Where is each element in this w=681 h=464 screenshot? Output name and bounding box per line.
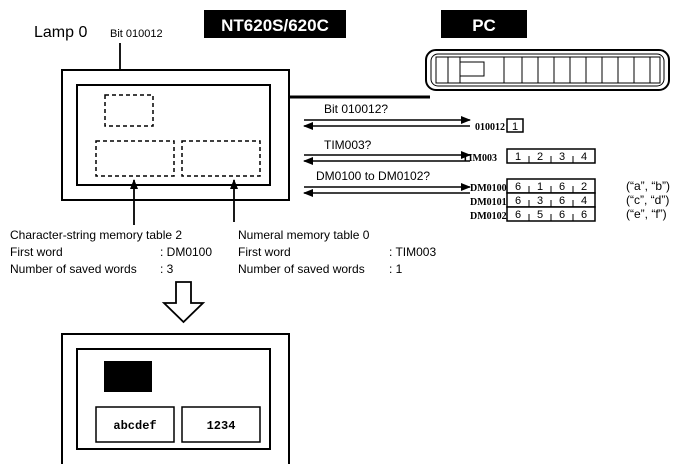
dm-digit: 6 bbox=[515, 195, 521, 207]
string-display-placeholder bbox=[95, 140, 175, 177]
dm-row: DM0101 6 3 6 4 (“c”, “d”) bbox=[470, 192, 669, 208]
lamp-placeholder bbox=[104, 94, 154, 127]
bit-address: 010012 bbox=[475, 122, 505, 133]
dm-digit: 6 bbox=[559, 195, 565, 207]
numeral-first-word-value: : TIM003 bbox=[389, 245, 436, 259]
string-first-word-value: : DM0100 bbox=[160, 245, 212, 259]
pc-title: PC bbox=[472, 16, 496, 35]
dm-digit-separators bbox=[528, 186, 574, 221]
timer-digit: 2 bbox=[537, 151, 543, 163]
pc-title-badge: PC bbox=[441, 10, 527, 38]
dm-chars: (“a”, “b”) bbox=[626, 179, 670, 193]
terminal-title: NT620S/620C bbox=[221, 16, 329, 35]
dm-digit: 3 bbox=[537, 195, 543, 207]
string-saved-words-value: : 3 bbox=[160, 262, 174, 276]
lamp-label: Lamp 0 bbox=[34, 24, 87, 41]
dm-row: DM0102 6 5 6 6 (“e”, “f”) bbox=[470, 206, 667, 222]
dm-chars: (“c”, “d”) bbox=[626, 193, 669, 207]
numeral-table-info: Numeral memory table 0 First word : TIM0… bbox=[238, 228, 436, 276]
bit-value: 1 bbox=[512, 121, 518, 133]
dm-digit: 2 bbox=[581, 181, 587, 193]
string-first-word-label: First word bbox=[10, 245, 63, 259]
timer-digit-separators bbox=[528, 156, 574, 163]
dm-address: DM0100 bbox=[470, 183, 507, 194]
bit-query-label: Bit 010012? bbox=[324, 102, 388, 116]
timer-digits: 1 2 3 4 bbox=[515, 151, 587, 163]
dm-digit: 6 bbox=[559, 209, 565, 221]
timer-digit: 1 bbox=[515, 151, 521, 163]
dm-digit: 6 bbox=[581, 209, 587, 221]
terminal-device bbox=[61, 69, 290, 201]
numeral-display-box bbox=[181, 406, 261, 443]
numeral-display-placeholder bbox=[181, 140, 261, 177]
dm-row: DM0100 6 1 6 2 (“a”, “b”) bbox=[470, 178, 670, 194]
result-down-arrow bbox=[161, 281, 206, 324]
numeral-first-word-label: First word bbox=[238, 245, 291, 259]
numeral-saved-words-label: Number of saved words bbox=[238, 262, 365, 276]
dm-chars: (“e”, “f”) bbox=[626, 207, 667, 221]
pc-device bbox=[425, 49, 670, 91]
bit-label: Bit 010012 bbox=[110, 28, 163, 40]
lamp-lit bbox=[104, 361, 152, 392]
dm-address: DM0102 bbox=[470, 211, 507, 222]
dm-digit: 5 bbox=[537, 209, 543, 221]
dm-digit: 6 bbox=[515, 181, 521, 193]
string-table-info: Character-string memory table 2 First wo… bbox=[10, 228, 212, 276]
dm-digit: 6 bbox=[559, 181, 565, 193]
timer-address: TIM003 bbox=[462, 153, 497, 164]
terminal-title-badge: NT620S/620C bbox=[204, 10, 346, 38]
timer-digit: 4 bbox=[581, 151, 587, 163]
tim-query-label: TIM003? bbox=[324, 138, 372, 152]
dm-query-label: DM0100 to DM0102? bbox=[316, 169, 430, 183]
dm-digit: 4 bbox=[581, 195, 587, 207]
numeral-display-text: 1234 bbox=[207, 419, 236, 433]
string-display-box bbox=[95, 406, 175, 443]
bit-value-box bbox=[506, 118, 524, 133]
result-terminal: abcdef 1234 bbox=[61, 333, 290, 464]
numeral-saved-words-value: : 1 bbox=[389, 262, 403, 276]
dm-digit: 1 bbox=[537, 181, 543, 193]
dm-digit: 6 bbox=[515, 209, 521, 221]
string-table-title: Character-string memory table 2 bbox=[10, 228, 182, 242]
dm-address: DM0101 bbox=[470, 197, 507, 208]
numeral-table-title: Numeral memory table 0 bbox=[238, 228, 370, 242]
timer-digit: 3 bbox=[559, 151, 565, 163]
string-display-text: abcdef bbox=[113, 419, 156, 433]
string-saved-words-label: Number of saved words bbox=[10, 262, 137, 276]
